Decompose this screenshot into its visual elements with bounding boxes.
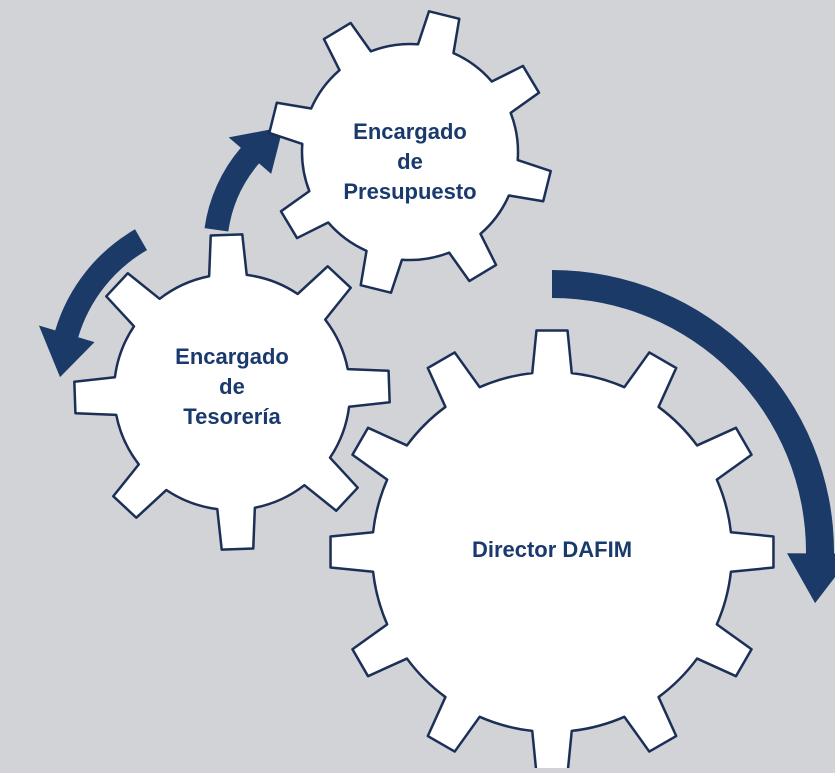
label-line: Presupuesto [343,179,477,204]
label-line: Director DAFIM [471,537,633,562]
gear-label-tesoreria: Encargado de Tesorería [175,342,289,432]
gear-label-director: Director DAFIM [472,535,632,565]
label-line: de [219,374,245,399]
curved-arrow-icon-left [38,229,147,378]
label-line: Encargado [353,119,467,144]
curved-arrow-icon-top [204,127,284,232]
label-line: Tesorería [183,404,281,429]
gear-icon-presupuesto [268,10,552,294]
label-line: Encargado [175,344,289,369]
gear-icon-tesoreria [73,233,391,551]
gear-label-presupuesto: Encargado de Presupuesto [343,117,476,207]
label-line: de [397,149,423,174]
gear-icon-director [329,329,775,773]
curved-arrow-icon-right [552,270,835,604]
